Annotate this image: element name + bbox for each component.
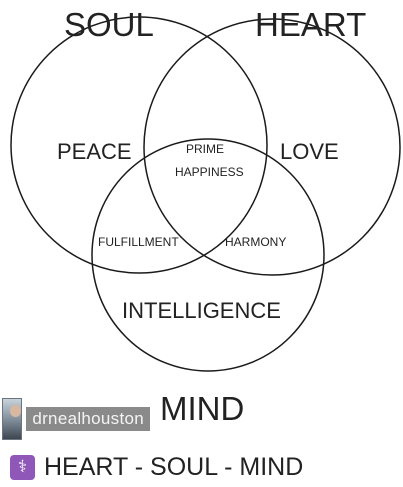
caption-bar: ⚕ HEART - SOUL - MIND [0,448,403,487]
avatar [2,398,22,440]
mind-label: MIND [160,390,244,427]
peace-label: PEACE [57,139,132,164]
intelligence-label: INTELLIGENCE [122,298,281,323]
soul-label: SOUL [64,6,154,43]
heart-label: HEART [255,6,366,43]
harmony-label: HARMONY [225,235,286,249]
watermark-username: drnealhouston [26,407,150,431]
caption-text: HEART - SOUL - MIND [44,453,303,482]
love-label: LOVE [280,139,339,164]
watermark: drnealhouston [0,398,150,440]
happiness-label: HAPPINESS [175,165,244,179]
caduceus-icon: ⚕ [10,455,35,480]
prime-label: PRIME [186,142,224,156]
fulfillment-label: FULFILLMENT [98,235,179,249]
